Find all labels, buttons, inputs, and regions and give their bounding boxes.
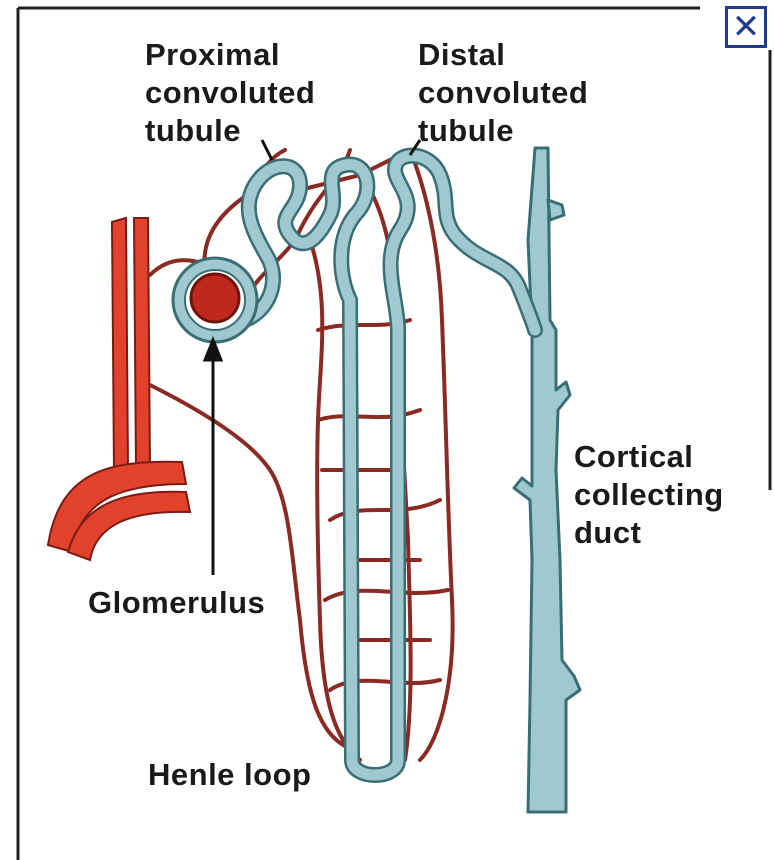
label-proximal-line-2: convoluted [145,74,315,112]
close-button[interactable]: ✕ [725,6,767,48]
label-distal-line-2: convoluted [418,74,588,112]
renal-vessels [48,218,190,560]
collecting-duct [514,148,580,812]
label-collecting-line-3: duct [574,514,724,552]
close-icon: ✕ [732,7,761,47]
label-glomerulus: Glomerulus [88,584,265,622]
label-henle-loop: Henle loop [148,756,311,794]
label-cortical-collecting-duct: Cortical collecting duct [574,438,724,552]
label-proximal-line-3: tubule [145,112,315,150]
label-proximal-convoluted-tubule: Proximal convoluted tubule [145,36,315,150]
label-distal-line-1: Distal [418,36,588,74]
label-collecting-line-2: collecting [574,476,724,514]
label-proximal-line-1: Proximal [145,36,315,74]
glomerulus-shape [173,258,257,342]
label-distal-line-3: tubule [418,112,588,150]
label-collecting-line-1: Cortical [574,438,724,476]
label-distal-convoluted-tubule: Distal convoluted tubule [418,36,588,150]
